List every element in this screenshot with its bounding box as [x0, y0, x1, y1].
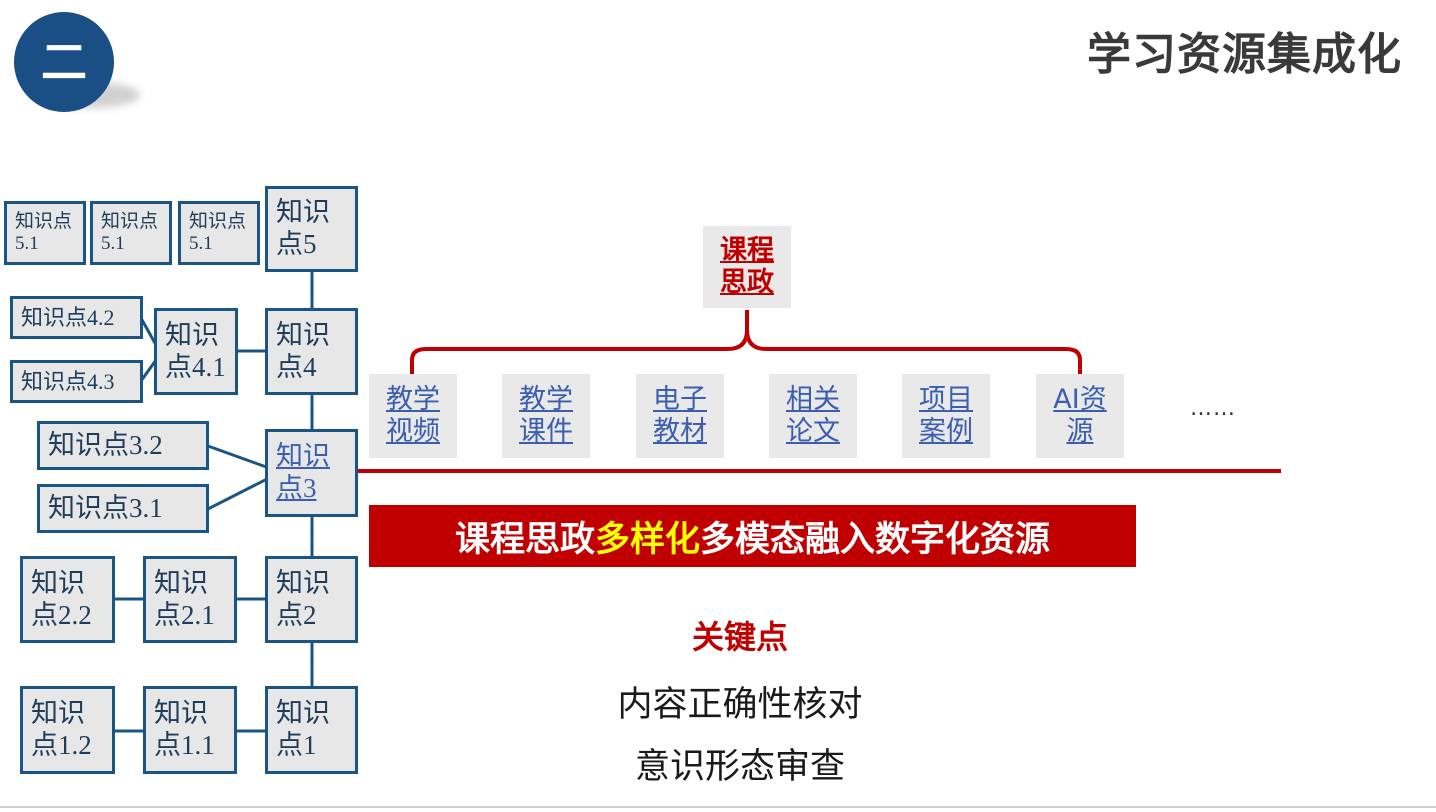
node-k3-1: 知识点3.1: [37, 484, 209, 533]
node-k4: 知识点4: [265, 308, 358, 395]
node-k5-1-a: 知识点5.1: [4, 201, 86, 265]
ideology-label[interactable]: 课程思政: [703, 226, 791, 308]
banner-text-1: 课程思政: [454, 519, 595, 560]
resource-ai[interactable]: AI资源: [1036, 374, 1124, 458]
key-point-2: 意识形态审查: [634, 747, 845, 787]
page-title: 学习资源集成化: [1087, 29, 1402, 80]
node-k5: 知识点5: [265, 186, 358, 272]
key-points-title: 关键点: [691, 618, 788, 656]
bottom-divider: [0, 806, 1436, 808]
node-k2-2: 知识点2.2: [20, 556, 115, 643]
resource-papers[interactable]: 相关论文: [769, 374, 857, 458]
resource-courseware[interactable]: 教学课件: [502, 374, 590, 458]
resource-project-cases[interactable]: 项目案例: [902, 374, 990, 458]
node-k1-1: 知识点1.1: [143, 686, 237, 774]
node-k4-3: 知识点4.3: [10, 360, 143, 403]
node-k2: 知识点2: [265, 556, 358, 643]
resources-ellipsis: ……: [1190, 396, 1236, 421]
banner-highlight: 多样化: [594, 519, 700, 560]
node-k5-1-c: 知识点5.1: [178, 201, 260, 265]
node-k5-1-b: 知识点5.1: [90, 201, 172, 265]
node-k1: 知识点1: [265, 686, 358, 774]
banner-text-2: 多模态融入数字化资源: [700, 519, 1051, 560]
resource-e-textbook[interactable]: 电子教材: [636, 374, 724, 458]
node-k4-1: 知识点4.1: [154, 308, 238, 395]
summary-banner: 课程思政多样化多模态融入数字化资源: [369, 505, 1136, 567]
key-point-1: 内容正确性核对: [617, 685, 863, 725]
node-k1-2: 知识点1.2: [20, 686, 115, 774]
node-k3[interactable]: 知识点3: [265, 429, 358, 517]
section-number-badge: 二: [14, 12, 114, 112]
node-k4-2: 知识点4.2: [10, 296, 143, 339]
node-k2-1: 知识点2.1: [143, 556, 237, 643]
resource-teaching-video[interactable]: 教学视频: [369, 374, 457, 458]
node-k3-2: 知识点3.2: [37, 421, 209, 470]
